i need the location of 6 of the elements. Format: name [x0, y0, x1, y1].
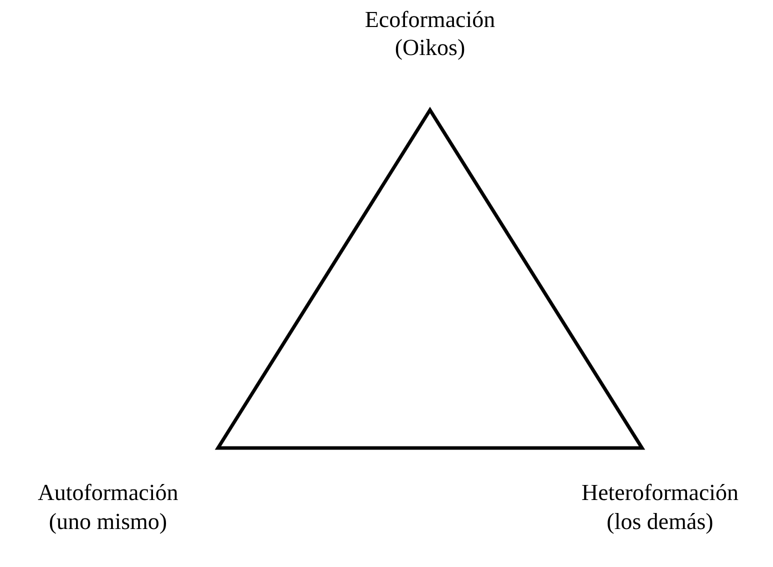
vertex-subtitle: (los demás) — [606, 510, 714, 533]
vertex-subtitle: (Oikos) — [394, 36, 466, 59]
vertex-label: Ecoformación — [364, 8, 496, 31]
vertex-subtitle: (uno mismo) — [48, 510, 168, 533]
vertex-label: Heteroformación — [581, 481, 739, 504]
vertex-label: Autoformación — [38, 481, 178, 504]
